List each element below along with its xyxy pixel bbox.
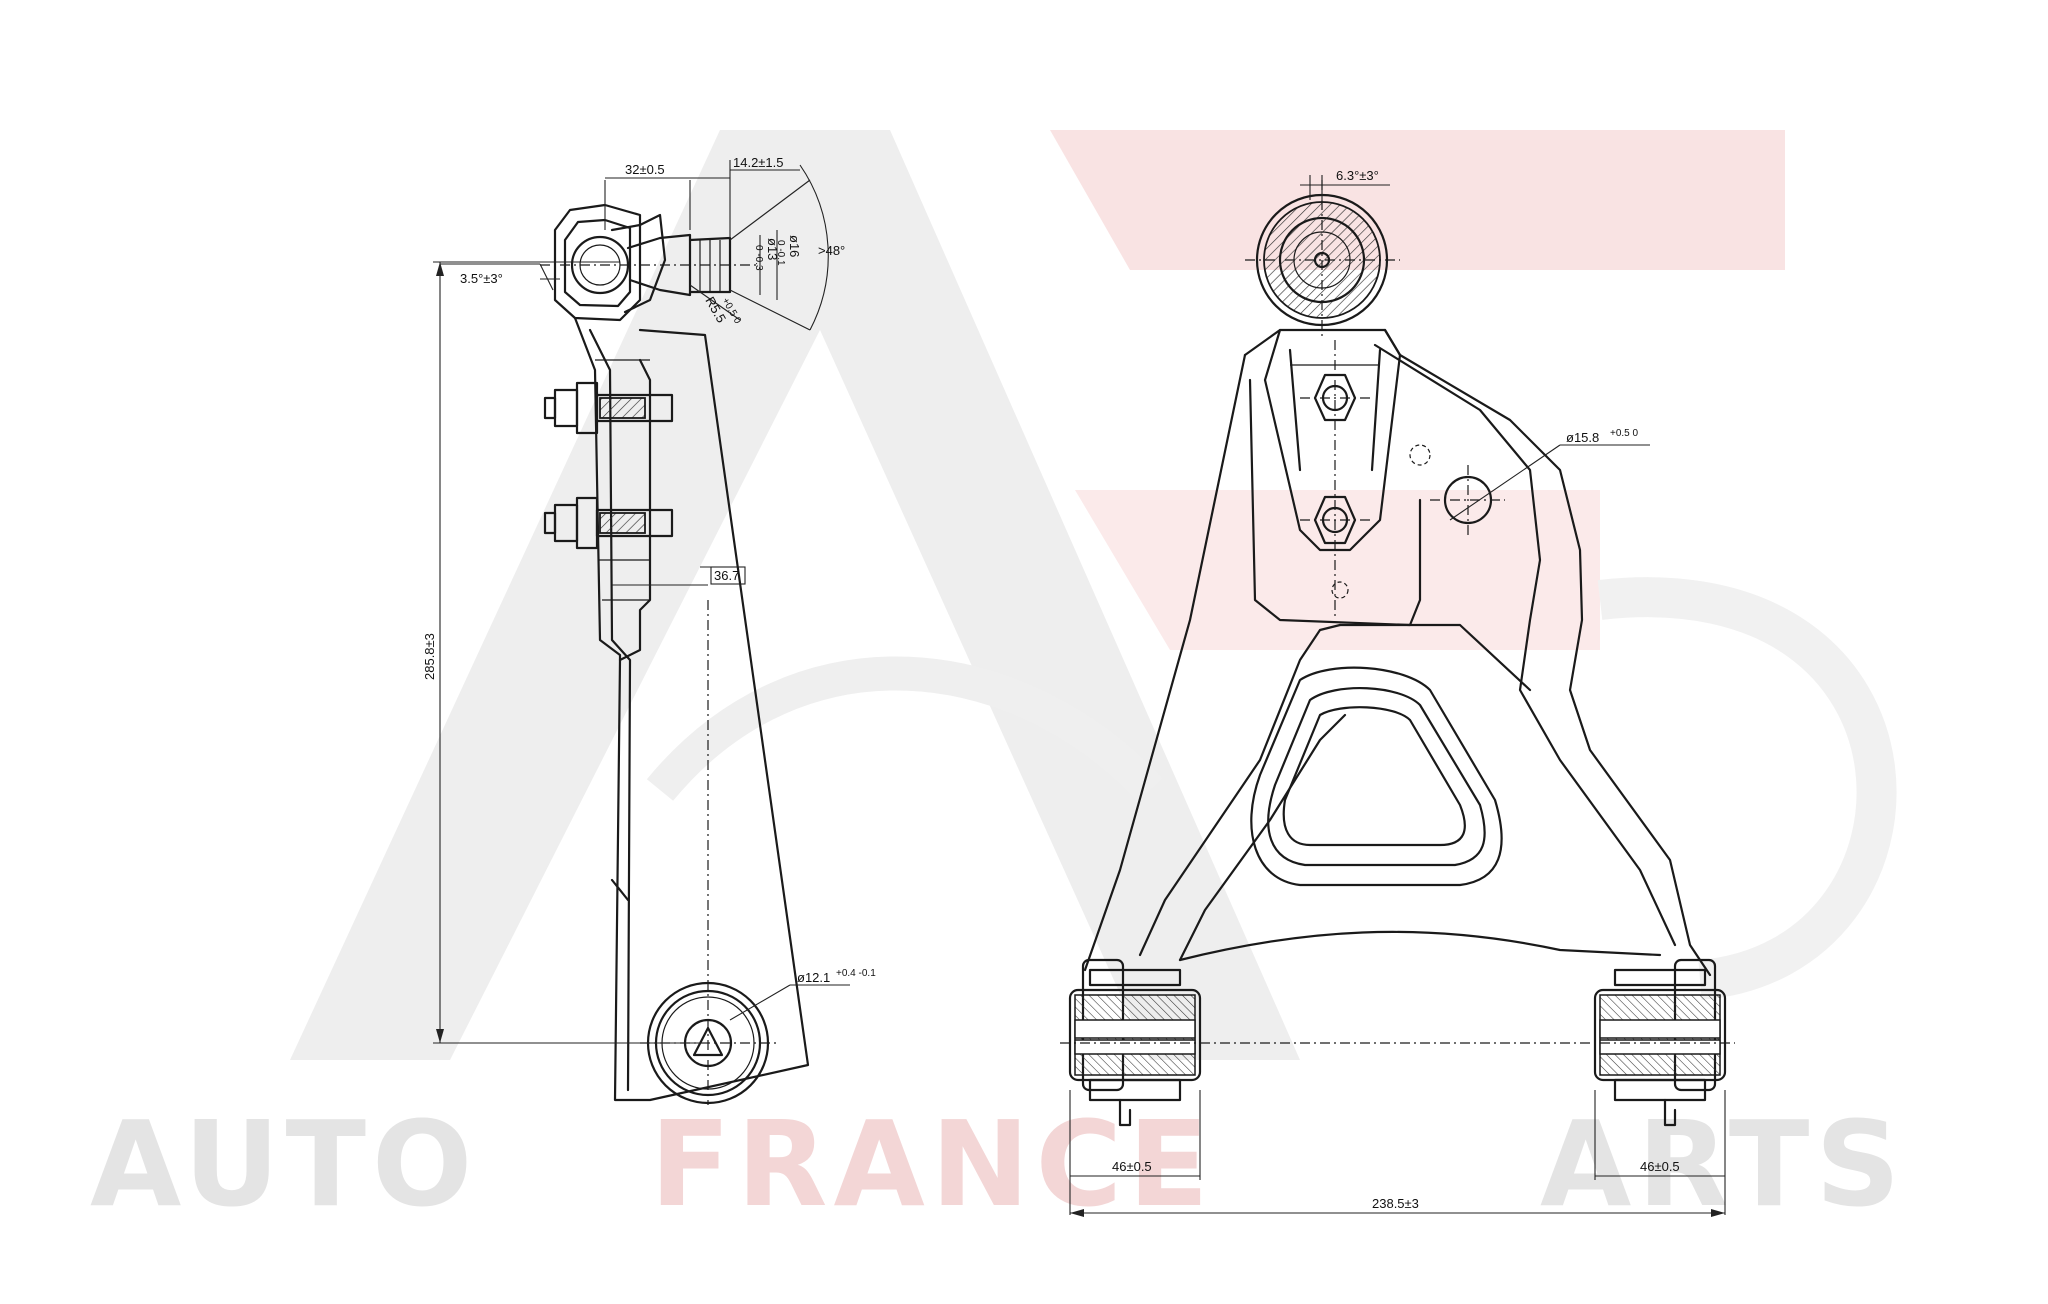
- dim-hole-dia-tol: +0.5 0: [1610, 428, 1639, 439]
- watermark-swoosh: [646, 656, 1163, 802]
- front-dimensions: 6.3°±3° ø15.8 +0.5 0 46±0.5 46±0.5 238.5…: [1069, 168, 1726, 1217]
- dim-hole-dia: ø15.8: [1566, 430, 1599, 445]
- dim-bush-right: 46±0.5: [1640, 1159, 1680, 1174]
- arm-front-outline: [1083, 328, 1712, 977]
- side-bushing: [640, 600, 780, 1105]
- bolt-upper: [543, 381, 674, 435]
- bolt-lower: [543, 496, 674, 550]
- front-view: 6.3°±3° ø15.8 +0.5 0 46±0.5 46±0.5 238.5…: [1060, 168, 1735, 1217]
- ball-joint-housing: [540, 203, 760, 322]
- dim-cone-angle: >48°: [818, 243, 845, 258]
- dim-bushing-bore-tol: +0.4 -0.1: [836, 968, 876, 979]
- side-dimensions: 32±0.5 14.2±1.5 3.5°±3° ø16 0 -0.1 ø13 0…: [422, 155, 876, 1044]
- dim-offset: 36.7: [714, 568, 739, 583]
- watermark: AUTO FRANCE ARTS: [90, 130, 1906, 1233]
- watermark-a-shape: [290, 130, 1300, 1060]
- mounting-hole: [1430, 465, 1505, 535]
- dim-thread-dia-tol: 0 -0.3: [753, 245, 764, 271]
- watermark-word-auto: AUTO: [90, 1095, 478, 1233]
- dim-ball-angle: 6.3°±3°: [1336, 168, 1379, 183]
- dim-ball-offset: 32±0.5: [625, 162, 665, 177]
- dim-stud-length: 14.2±1.5: [733, 155, 784, 170]
- dim-length: 285.8±3: [422, 633, 437, 680]
- dim-thread-dia: ø13: [765, 238, 780, 260]
- dim-bushing-bore: ø12.1: [797, 970, 830, 985]
- dim-stud-dia-tol: 0 -0.1: [775, 240, 786, 266]
- watermark-p-curve: [1597, 577, 1897, 1000]
- dim-bush-left: 46±0.5: [1112, 1159, 1152, 1174]
- watermark-word-france: FRANCE: [650, 1095, 1215, 1233]
- watermark-red-stroke: [1075, 490, 1600, 650]
- dim-tilt: 3.5°±3°: [460, 271, 503, 286]
- watermark-red-bar: [1050, 130, 1785, 270]
- side-view: 32±0.5 14.2±1.5 3.5°±3° ø16 0 -0.1 ø13 0…: [422, 155, 876, 1105]
- bushing-right: [1593, 958, 1727, 1127]
- dim-stud-dia: ø16: [787, 235, 802, 257]
- dim-overall-width: 238.5±3: [1372, 1196, 1419, 1211]
- watermark-word-arts: ARTS: [1540, 1095, 1906, 1233]
- ball-joint-bracket: [1263, 328, 1431, 620]
- arm-window: [1250, 666, 1503, 887]
